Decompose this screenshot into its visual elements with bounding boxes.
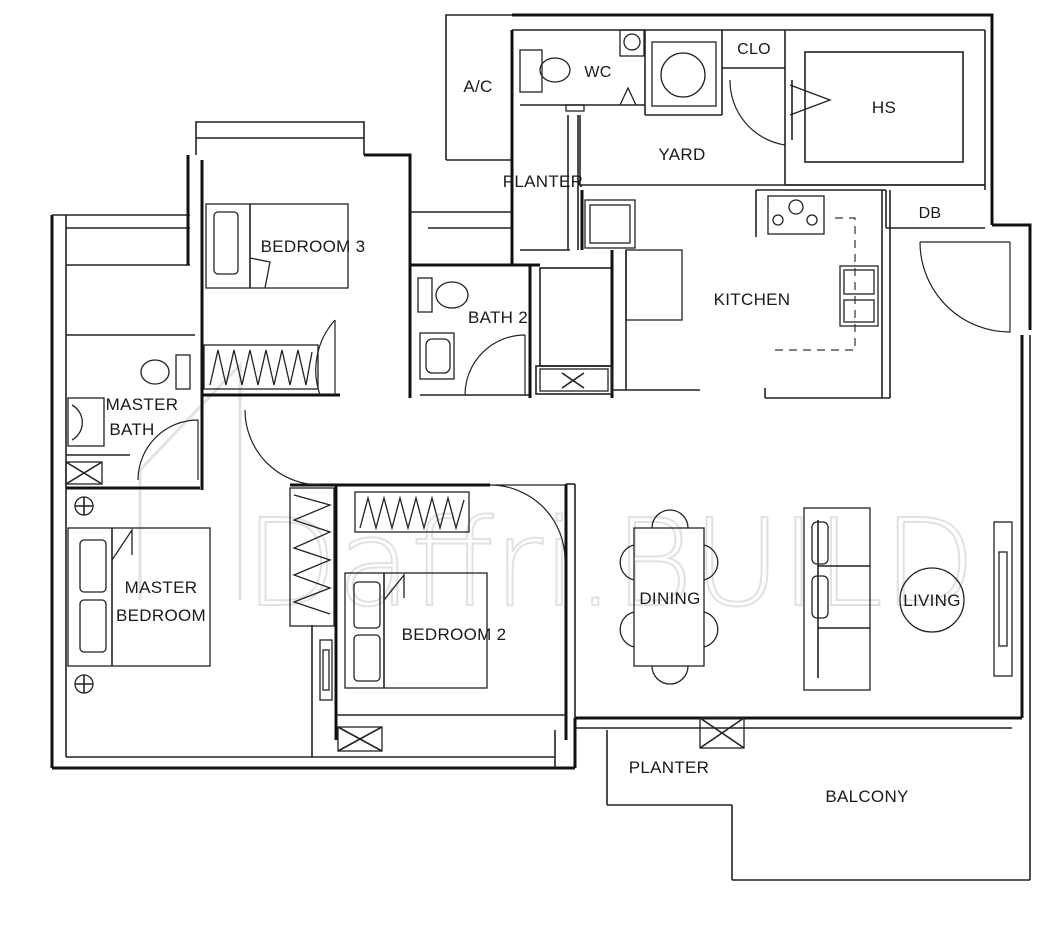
window-x-markers: [65, 368, 745, 752]
stove-icon: [767, 195, 825, 235]
label-master-bath-line2: BATH: [109, 420, 154, 439]
label-master-bath-line1: MASTER: [106, 395, 179, 414]
label-master-bedroom-line2: BEDROOM: [116, 606, 206, 625]
master-bath-toilet-icon: [140, 354, 191, 390]
label-planter-top: PLANTER: [503, 172, 584, 191]
master-bath-basin-icon: [67, 397, 105, 447]
label-living: LIVING: [903, 591, 961, 610]
bath2-toilet-icon: [417, 277, 469, 313]
wc-toilet-icon: [519, 49, 571, 93]
sofa-icon: [803, 507, 871, 691]
label-kitchen: KITCHEN: [714, 290, 791, 309]
door-swings: [137, 79, 1011, 561]
label-master-bedroom-line1: MASTER: [125, 578, 198, 597]
bedroom2-wardrobe-icon: [354, 491, 470, 533]
room-labels: A/C WC CLO HS YARD PLANTER DB BEDROOM 3 …: [106, 41, 961, 806]
washing-machine-icon: [651, 41, 717, 107]
coffee-table-icon: [899, 567, 965, 633]
kitchen-sink-icon: [839, 265, 879, 327]
label-dining: DINING: [639, 589, 700, 608]
dining-table-icon: [619, 509, 719, 685]
label-clo: CLO: [737, 41, 771, 58]
fixtures: [65, 29, 1013, 752]
exterior-walls: [50, 13, 1032, 881]
label-wc: WC: [584, 64, 611, 81]
watermark-logo: Daffri.BUILD: [138, 361, 977, 635]
label-bedroom3: BEDROOM 3: [261, 237, 366, 256]
label-bath2: BATH 2: [468, 308, 528, 327]
master-bed-icon: [67, 496, 211, 694]
interior-walls: [66, 30, 986, 757]
watermark-text: Daffri.BUILD: [245, 495, 976, 634]
label-yard: YARD: [658, 145, 705, 164]
label-planter-bottom: PLANTER: [629, 758, 710, 777]
bath2-basin-icon: [419, 332, 455, 380]
label-hs: HS: [872, 98, 896, 117]
label-ac: A/C: [463, 77, 492, 96]
label-balcony: BALCONY: [825, 787, 908, 806]
bedroom3-bed-icon: [205, 203, 349, 289]
tv-console-icon: [993, 521, 1013, 677]
label-bedroom2: BEDROOM 2: [402, 625, 507, 644]
master-wardrobe-icon: [289, 487, 335, 627]
wc-basin-icon: [619, 29, 645, 106]
label-db: DB: [919, 205, 942, 222]
fridge-icon: [584, 199, 636, 249]
bedroom3-wardrobe-icon: [203, 344, 319, 390]
bedroom2-bed-icon: [344, 572, 488, 689]
